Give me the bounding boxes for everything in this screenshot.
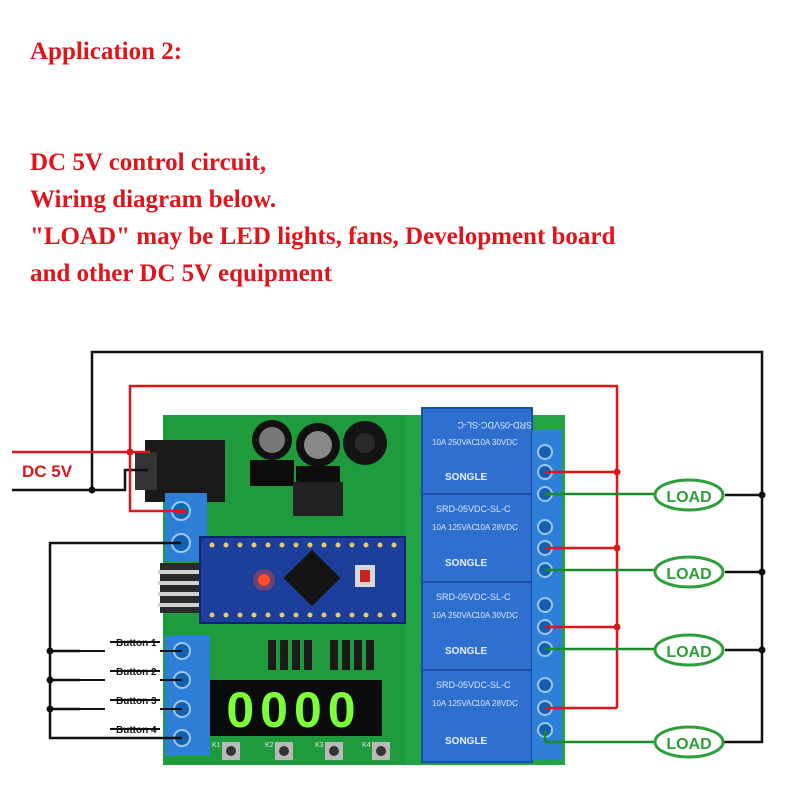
wire-junctions [46,486,766,713]
voltage-regulator-chip [293,482,343,516]
load-3: LOAD [653,633,725,667]
description-line-2: Wiring diagram below. [30,186,277,213]
svg-text:SONGLE: SONGLE [445,646,488,657]
ground-wires [12,350,764,744]
svg-text:LOAD: LOAD [666,644,711,661]
button-1-label: Button 1 [116,638,157,649]
description-line-1: DC 5V control circuit, [30,149,267,176]
load-4: LOAD [653,725,725,759]
load-2: LOAD [653,555,725,589]
svg-text:LOAD: LOAD [666,566,711,583]
arduino-pro-mini [199,536,406,624]
transistor-array [268,640,374,670]
svg-text:SRD-05VDC-SL-C: SRD-05VDC-SL-C [457,420,532,430]
page-title: Application 2: [30,38,183,65]
svg-text:K2: K2 [265,742,274,749]
button-4-label: Button 4 [116,725,157,736]
dc-5v-label: DC 5V [22,462,73,481]
description: DC 5V control circuit, Wiring diagram be… [30,144,615,292]
seven-segment-display: 0000 [207,680,382,738]
button-terminal-block [165,636,210,756]
svg-text:SRD-05VDC-SL-C: SRD-05VDC-SL-C [436,680,511,690]
svg-text:10A 30VDC: 10A 30VDC [476,611,518,620]
load-wires [543,492,655,744]
relay-2: SRD-05VDC-SL-C 10A 125VAC 10A 28VDC SONG… [421,493,533,583]
relay-4: SRD-05VDC-SL-C 10A 125VAC 10A 28VDC SONG… [421,669,533,763]
load-1: LOAD [653,478,725,512]
display-value: 0000 [226,682,361,738]
svg-text:10A 125VAC: 10A 125VAC [432,699,477,708]
description-line-4: and other DC 5V equipment [30,260,332,287]
svg-text:SONGLE: SONGLE [445,558,488,569]
relay-1: SRD-05VDC-SL-C 10A 250VAC 10A 30VDC SONG… [421,407,533,497]
description-line-3: "LOAD" may be LED lights, fans, Developm… [30,223,616,250]
svg-text:SRD-05VDC-SL-C: SRD-05VDC-SL-C [436,504,511,514]
svg-text:10A 250VAC: 10A 250VAC [432,438,477,447]
svg-text:K3: K3 [315,742,324,749]
svg-text:SONGLE: SONGLE [445,736,488,747]
svg-text:10A 30VDC: 10A 30VDC [476,438,518,447]
relay-output-terminals [532,430,562,760]
svg-text:10A 125VAC: 10A 125VAC [432,523,477,532]
svg-text:K1: K1 [212,742,221,749]
pin-header [158,563,210,613]
button-3-label: Button 3 [116,696,157,707]
svg-text:10A 28VDC: 10A 28VDC [476,699,518,708]
capacitor-group [250,420,387,492]
svg-text:LOAD: LOAD [666,489,711,506]
svg-text:K4: K4 [362,742,371,749]
svg-text:10A 250VAC: 10A 250VAC [432,611,477,620]
svg-text:LOAD: LOAD [666,736,711,753]
external-buttons [80,641,182,739]
svg-text:SONGLE: SONGLE [445,472,488,483]
dc-power-jack [145,440,225,502]
button-2-label: Button 2 [116,667,157,678]
svg-text:10A 28VDC: 10A 28VDC [476,523,518,532]
onboard-keys: K1 K2 K3 K4 [212,742,390,760]
relay-3: SRD-05VDC-SL-C 10A 250VAC 10A 30VDC SONG… [421,581,533,671]
svg-text:SRD-05VDC-SL-C: SRD-05VDC-SL-C [436,592,511,602]
